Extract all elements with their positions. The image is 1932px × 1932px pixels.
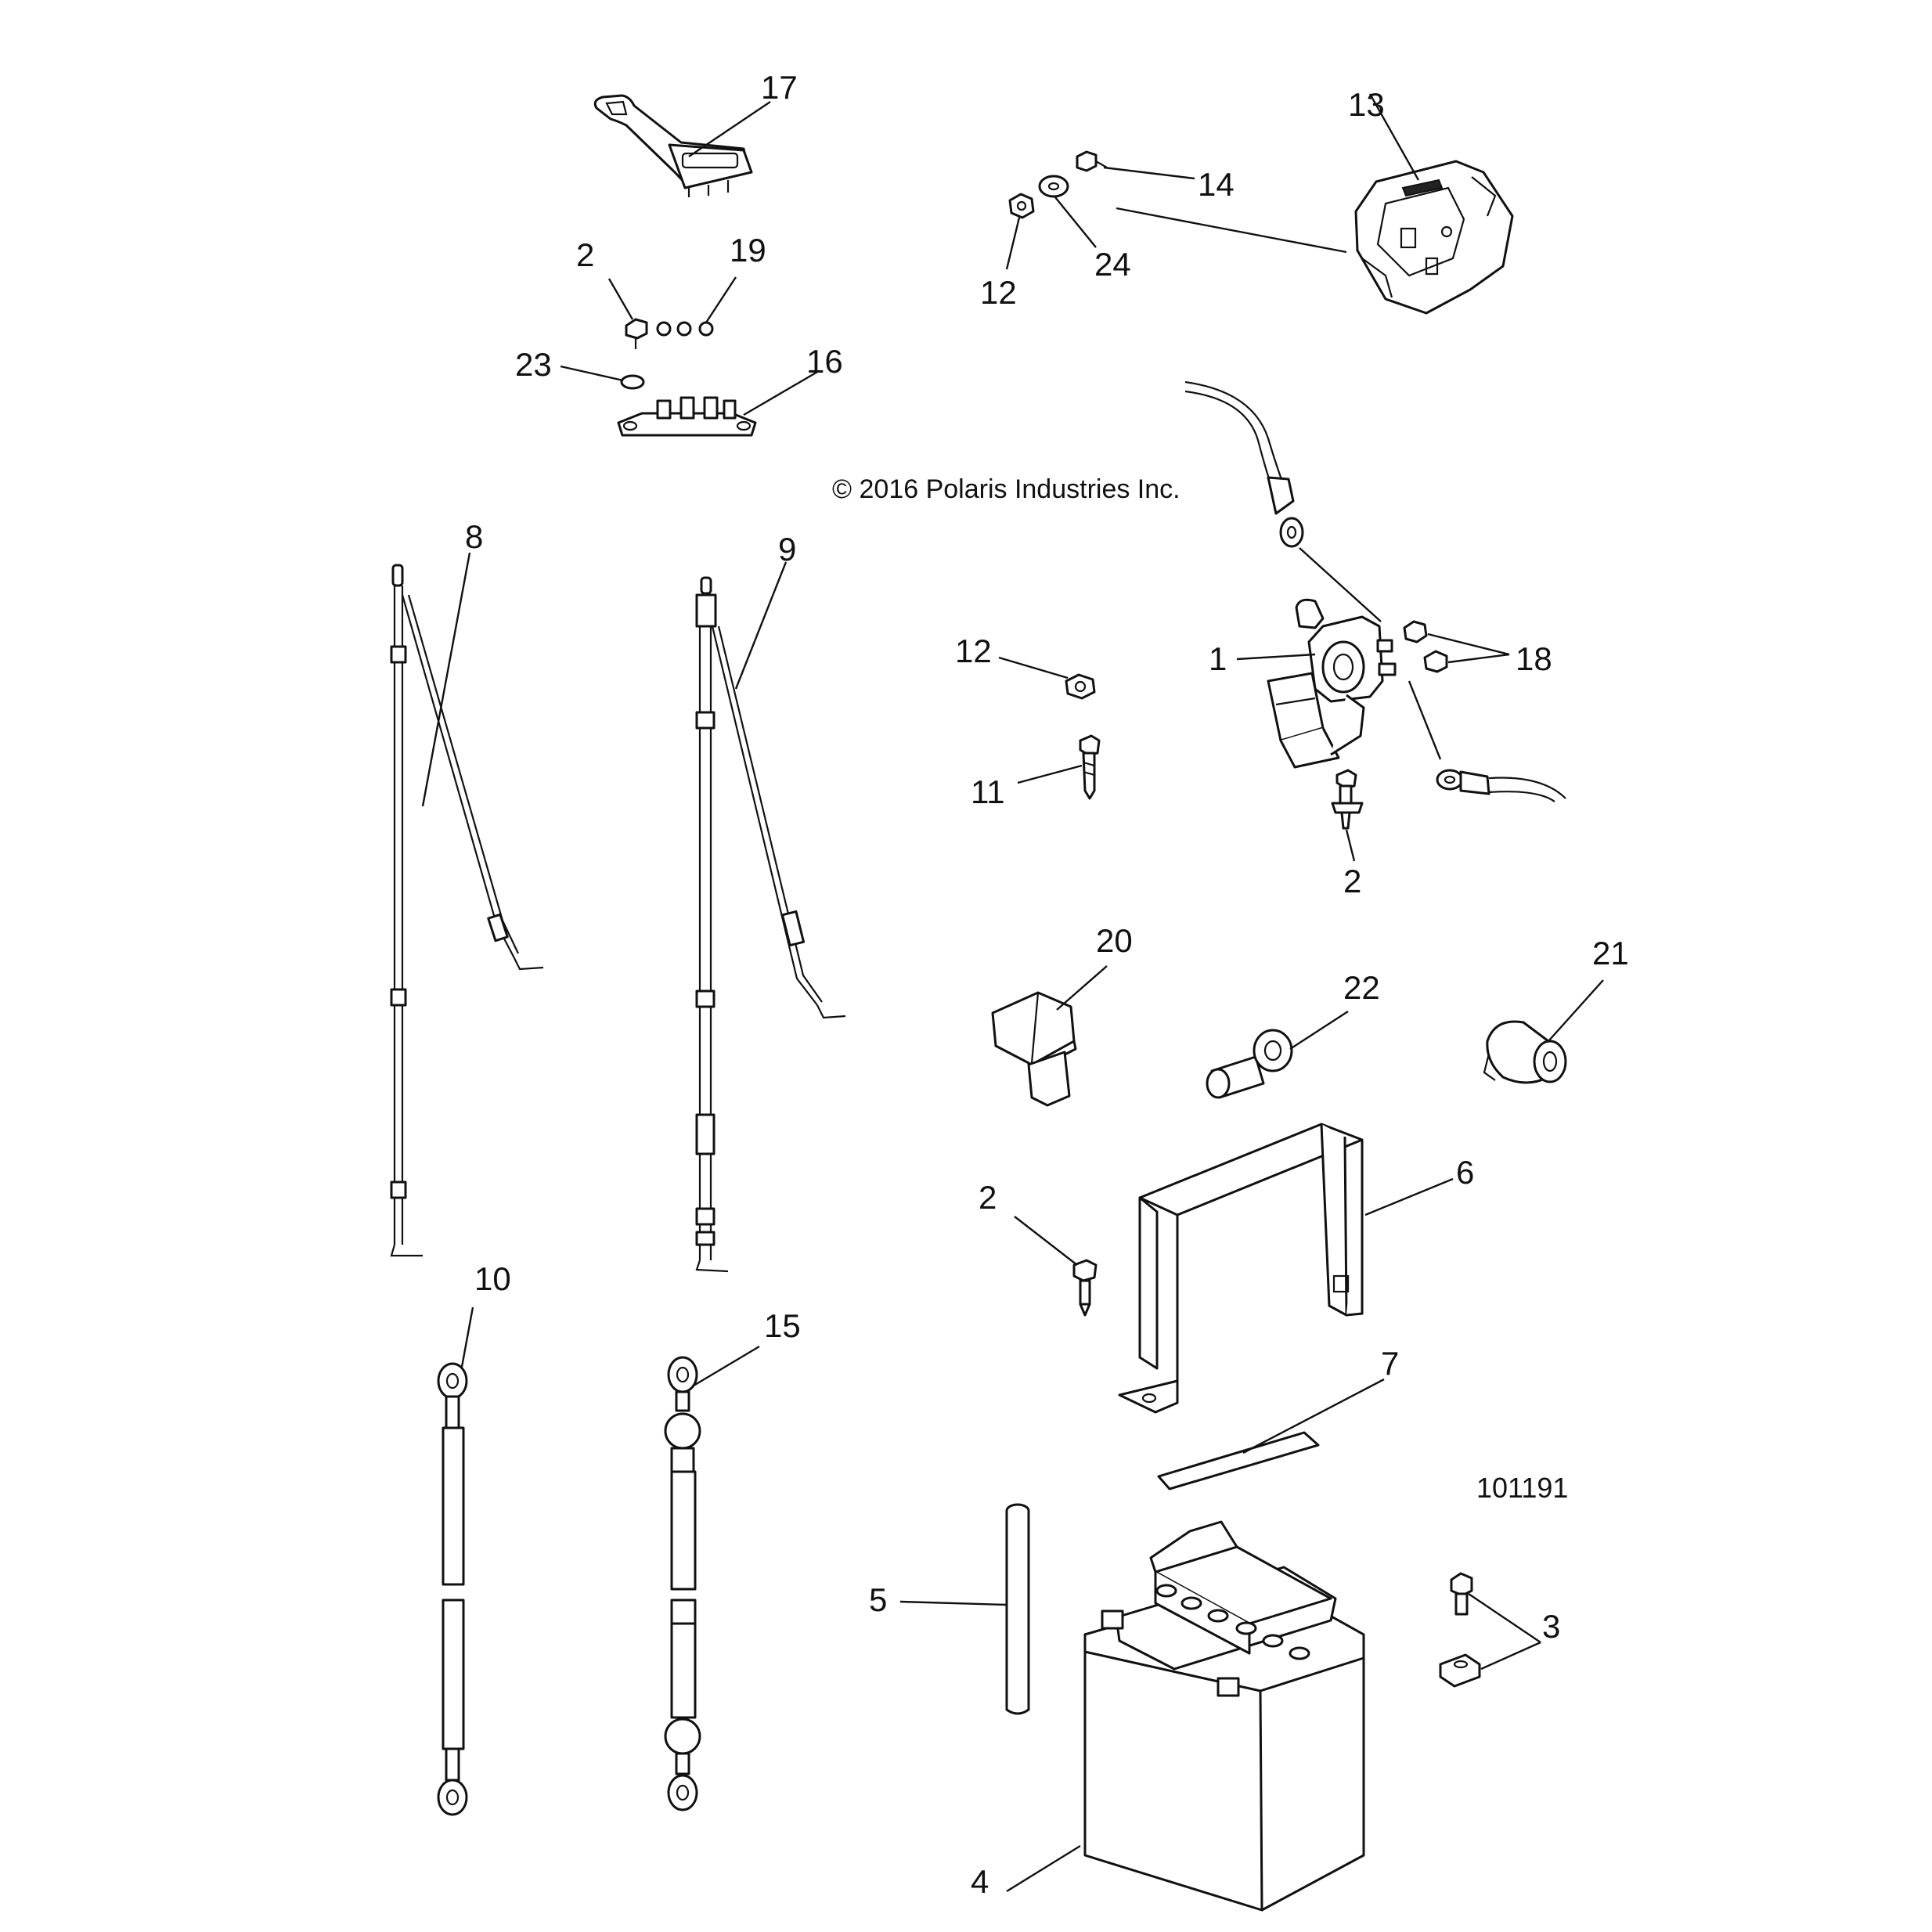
leader-12-top: [1005, 217, 1021, 270]
callout-12-mid: 12: [955, 633, 992, 669]
leader-10: [460, 1307, 474, 1368]
callout-24: 24: [1094, 246, 1131, 283]
battery-cable-lower: [1436, 769, 1566, 802]
callout-2-top: 2: [576, 236, 594, 273]
callout-4: 4: [971, 1863, 989, 1900]
leader-2-bracket: [1014, 1216, 1078, 1266]
leader-19: [705, 276, 737, 323]
leader-8: [421, 552, 471, 807]
callout-17: 17: [761, 69, 798, 106]
callout-6: 6: [1456, 1154, 1474, 1191]
callout-10: 10: [474, 1260, 511, 1297]
callout-2-mid: 2: [1343, 863, 1361, 899]
part-10-cable: [437, 1362, 468, 1816]
reference-number: 101191: [1476, 1472, 1568, 1504]
part-8-cable: [390, 564, 544, 1257]
callout-8: 8: [465, 518, 483, 555]
leader-21: [1548, 979, 1604, 1042]
leader-17: [688, 101, 771, 157]
part-2-bolt-top: [625, 318, 648, 349]
assembly-line-lower-cable: [1408, 680, 1442, 760]
leader-5: [899, 1600, 1007, 1606]
part-2-bolt-bracket: [1072, 1259, 1098, 1317]
part-4-battery: [1083, 1520, 1365, 1912]
callout-11: 11: [971, 773, 1005, 810]
part-14-screw: [1076, 150, 1108, 172]
part-16-terminal-block: [617, 396, 757, 437]
callout-15: 15: [764, 1307, 801, 1344]
part-15-cable: [664, 1356, 701, 1811]
part-12-nut-mid: [1065, 673, 1096, 700]
part-3-bolt-and-nut: [1439, 1572, 1481, 1688]
leader-12-mid: [998, 656, 1069, 679]
part-6-battery-bracket: [1118, 1123, 1364, 1414]
callout-9: 9: [778, 531, 796, 568]
part-12-nut-top: [1008, 193, 1035, 219]
callout-20: 20: [1096, 922, 1133, 959]
leader-9: [734, 561, 788, 690]
leader-1: [1236, 653, 1316, 661]
part-5-vent-tube: [1005, 1503, 1030, 1715]
leader-14: [1103, 166, 1195, 180]
part-21-terminal-boot: [1483, 1020, 1567, 1084]
leader-24: [1054, 196, 1097, 248]
callout-5: 5: [869, 1581, 887, 1618]
leader-3-b: [1480, 1641, 1541, 1671]
assembly-line-13: [1116, 207, 1347, 254]
part-9-cable: [695, 576, 846, 1273]
leader-16: [743, 369, 820, 416]
part-1-starter-solenoid: [1267, 598, 1397, 769]
callout-13: 13: [1348, 86, 1385, 123]
battery-cable-upper: [1184, 380, 1304, 548]
callout-2-bracket: 2: [979, 1179, 997, 1216]
leader-18-b: [1447, 653, 1510, 664]
leader-2-mid: [1345, 829, 1356, 862]
callout-14: 14: [1198, 166, 1235, 203]
part-22-terminal-boot: [1206, 1029, 1293, 1099]
leader-4: [1006, 1844, 1081, 1893]
callout-18: 18: [1516, 640, 1552, 677]
callout-22: 22: [1343, 969, 1380, 1006]
callout-12-top: 12: [980, 274, 1017, 311]
part-13-cover: [1354, 160, 1514, 315]
callout-23: 23: [515, 346, 552, 383]
leader-13: [1368, 93, 1420, 181]
callout-3: 3: [1542, 1608, 1560, 1645]
copyright-text: © 2016 Polaris Industries Inc.: [832, 474, 1180, 504]
callout-19: 19: [730, 232, 766, 269]
callout-21: 21: [1592, 935, 1629, 971]
leader-3-a: [1468, 1593, 1541, 1643]
part-17-terminal-cover: [593, 94, 753, 197]
part-19-nuts: [656, 321, 714, 337]
leader-7: [1242, 1378, 1385, 1454]
callout-1: 1: [1209, 640, 1227, 677]
leader-6: [1364, 1177, 1454, 1217]
leader-2-top: [607, 278, 634, 320]
leader-15: [693, 1345, 760, 1387]
part-20-terminal-boot: [991, 991, 1077, 1107]
leader-23: [560, 365, 624, 382]
leader-11: [1017, 764, 1083, 784]
part-24-washer: [1038, 175, 1069, 198]
leader-18-a: [1427, 633, 1510, 656]
leader-22: [1289, 1010, 1349, 1051]
part-2-bolt-mid: [1331, 769, 1364, 830]
leader-20: [1056, 965, 1108, 1011]
assembly-line-cable: [1299, 547, 1382, 622]
part-11-bolt: [1079, 734, 1101, 800]
callout-16: 16: [806, 343, 843, 380]
callout-7: 7: [1381, 1345, 1399, 1382]
part-23-washer: [620, 374, 645, 390]
part-7-pad: [1157, 1431, 1320, 1490]
part-18-nuts: [1403, 620, 1448, 673]
